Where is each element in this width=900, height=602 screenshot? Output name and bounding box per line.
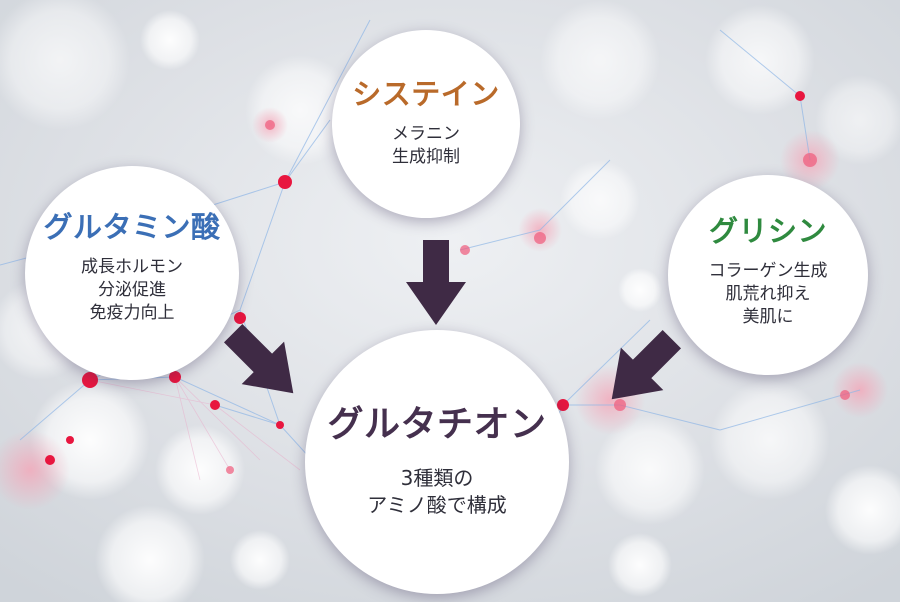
cysteine-node: システイン メラニン 生成抑制 (332, 30, 520, 218)
glycine-desc: コラーゲン生成 肌荒れ抑え 美肌に (709, 260, 828, 329)
arrow-down-right-icon (220, 320, 310, 410)
glycine-node: グリシン コラーゲン生成 肌荒れ抑え 美肌に (668, 175, 868, 375)
glycine-title: グリシン (709, 208, 827, 250)
glutamine-desc: 成長ホルモン 分泌促進 免疫力向上 (81, 256, 183, 325)
arrow-down-left-icon (595, 326, 685, 416)
cysteine-desc: メラニン 生成抑制 (392, 123, 460, 169)
glutathione-title: グルタチオン (327, 395, 546, 447)
glutathione-node: グルタチオン 3種類の アミノ酸で構成 (305, 330, 569, 594)
glutathione-desc: 3種類の アミノ酸で構成 (367, 465, 507, 519)
glutamine-node: グルタミン酸 成長ホルモン 分泌促進 免疫力向上 (25, 166, 239, 380)
cysteine-title: システイン (352, 71, 500, 113)
arrow-down-icon (391, 240, 481, 330)
glutamine-title: グルタミン酸 (43, 204, 220, 246)
